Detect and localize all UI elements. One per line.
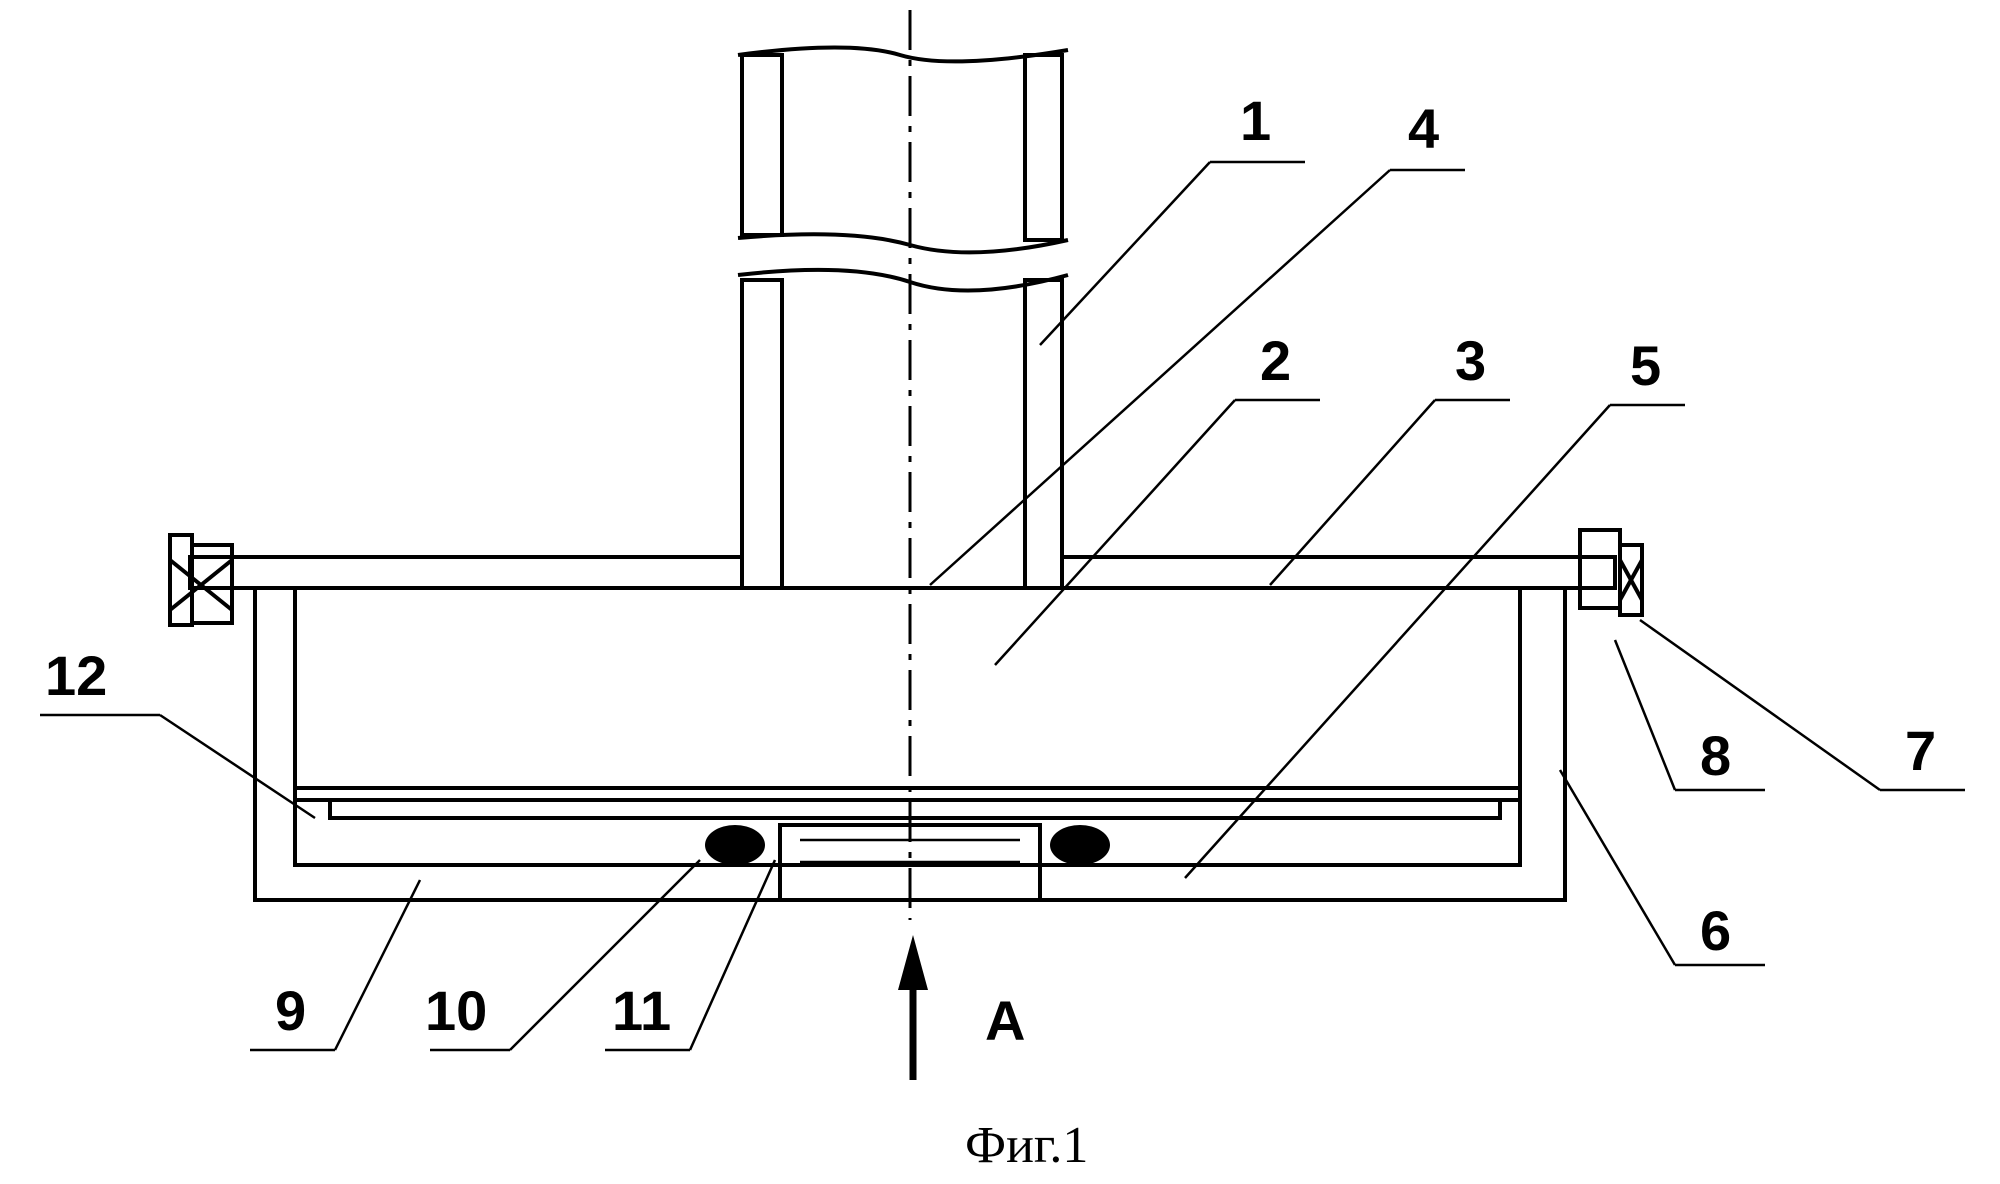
left-bolt [170,535,232,625]
callout-4: 4 [1408,97,1439,160]
callout-1: 1 [1240,89,1271,152]
callout-10: 10 [425,979,487,1042]
left-seal [705,825,765,865]
pipe [738,48,1068,589]
lid [190,557,1615,588]
right-seal [1050,825,1110,865]
callout-11: 11 [612,979,671,1042]
callout-7: 7 [1905,719,1936,782]
view-arrow-label: A [985,989,1025,1052]
leader-lines [40,162,1965,1050]
inner-disc [295,800,1520,865]
cavity [295,588,1520,788]
view-arrow [898,935,928,1080]
figure-caption: Фиг.1 [965,1117,1088,1174]
central-opening [705,825,1110,900]
callout-8: 8 [1700,724,1731,787]
callout-2: 2 [1260,329,1291,392]
housing [190,588,1615,900]
callout-6: 6 [1700,899,1731,962]
callout-9: 9 [275,979,306,1042]
callout-5: 5 [1630,334,1661,397]
callout-3: 3 [1455,329,1486,392]
right-bolt [1580,530,1642,615]
callout-12: 12 [45,644,107,707]
